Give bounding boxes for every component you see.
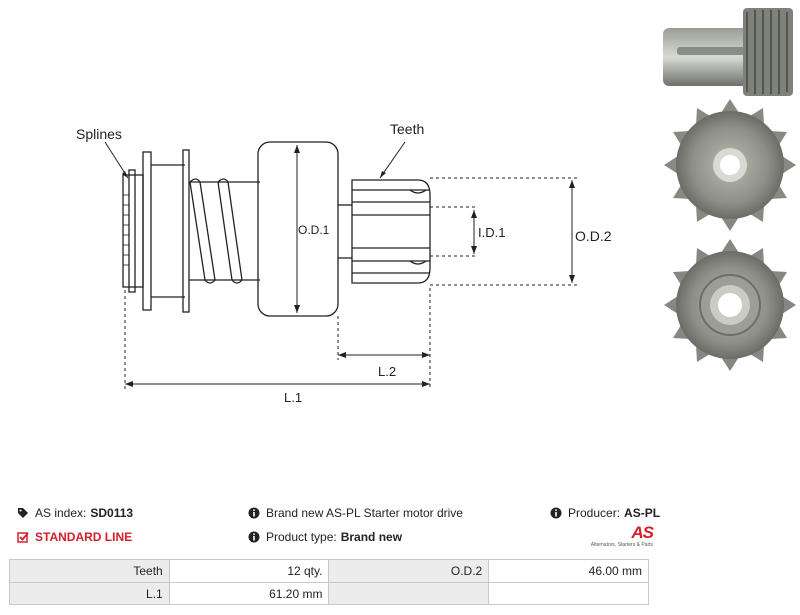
- product-type-label: Product type:: [266, 530, 337, 544]
- spring: [189, 181, 243, 281]
- retainer-ring: [182, 149, 190, 313]
- producer-label: Producer:: [568, 506, 621, 520]
- info-icon: [248, 531, 260, 543]
- standard-line-label: STANDARD LINE: [35, 530, 133, 544]
- as-index-label: AS index:: [35, 506, 87, 520]
- as-index-value: SD0113: [90, 506, 134, 520]
- label-od2: O.D.2: [575, 228, 612, 244]
- pinion-gear: [351, 179, 431, 284]
- spec-label: O.D.2: [328, 559, 490, 583]
- spec-label: Teeth: [9, 559, 170, 583]
- checkbox-icon: [17, 532, 29, 543]
- description: Brand new AS-PL Starter motor drive: [248, 506, 463, 520]
- standard-line: STANDARD LINE: [17, 530, 132, 544]
- label-teeth: Teeth: [390, 121, 424, 137]
- table-row: L.1 61.20 mm: [9, 582, 649, 605]
- label-l1: L.1: [284, 390, 302, 405]
- as-pl-logo: AS Alternators, Starters & Parts: [583, 523, 654, 552]
- photo-pinion-side: [663, 8, 793, 96]
- label-od1: O.D.1: [298, 223, 330, 237]
- as-index: AS index: SD0113: [17, 506, 133, 520]
- teeth-leader: [379, 141, 406, 179]
- producer: Producer: AS-PL: [550, 506, 660, 520]
- spec-value: 12 qty.: [168, 559, 330, 583]
- photo-pinion-back: [664, 239, 796, 371]
- info-icon: [550, 507, 562, 519]
- label-id1: I.D.1: [478, 225, 505, 240]
- table-row: Teeth 12 qty. O.D.2 46.00 mm: [9, 559, 649, 583]
- spec-value: 46.00 mm: [488, 559, 649, 583]
- spline-collar: [122, 174, 144, 288]
- info-icon: [248, 507, 260, 519]
- product-type-value: Brand new: [340, 530, 403, 544]
- product-type: Product type: Brand new: [248, 530, 402, 544]
- logo-tagline: Alternators, Starters & Parts: [590, 542, 653, 548]
- technical-drawing: Splines Teeth O.D.1 I.D.1 O.D.2 L.2 L.1: [76, 121, 612, 405]
- product-photos: [663, 8, 796, 371]
- specs-table: Teeth 12 qty. O.D.2 46.00 mm L.1 61.20 m…: [9, 559, 649, 605]
- product-info: AS index: SD0113 STANDARD LINE Brand new…: [0, 500, 800, 560]
- label-splines: Splines: [76, 126, 122, 142]
- label-l2: L.2: [378, 364, 396, 379]
- logo-mark: AS: [631, 523, 654, 542]
- spec-value: [488, 582, 649, 605]
- clutch-body: [257, 141, 339, 317]
- producer-value: AS-PL: [624, 506, 661, 520]
- flange-plate: [142, 151, 152, 311]
- photo-pinion-front: [664, 99, 796, 231]
- description-text: Brand new AS-PL Starter motor drive: [266, 506, 463, 520]
- tag-icon: [18, 508, 28, 518]
- spec-label: [328, 582, 490, 605]
- spec-label: L.1: [9, 582, 170, 605]
- spec-value: 61.20 mm: [168, 582, 330, 605]
